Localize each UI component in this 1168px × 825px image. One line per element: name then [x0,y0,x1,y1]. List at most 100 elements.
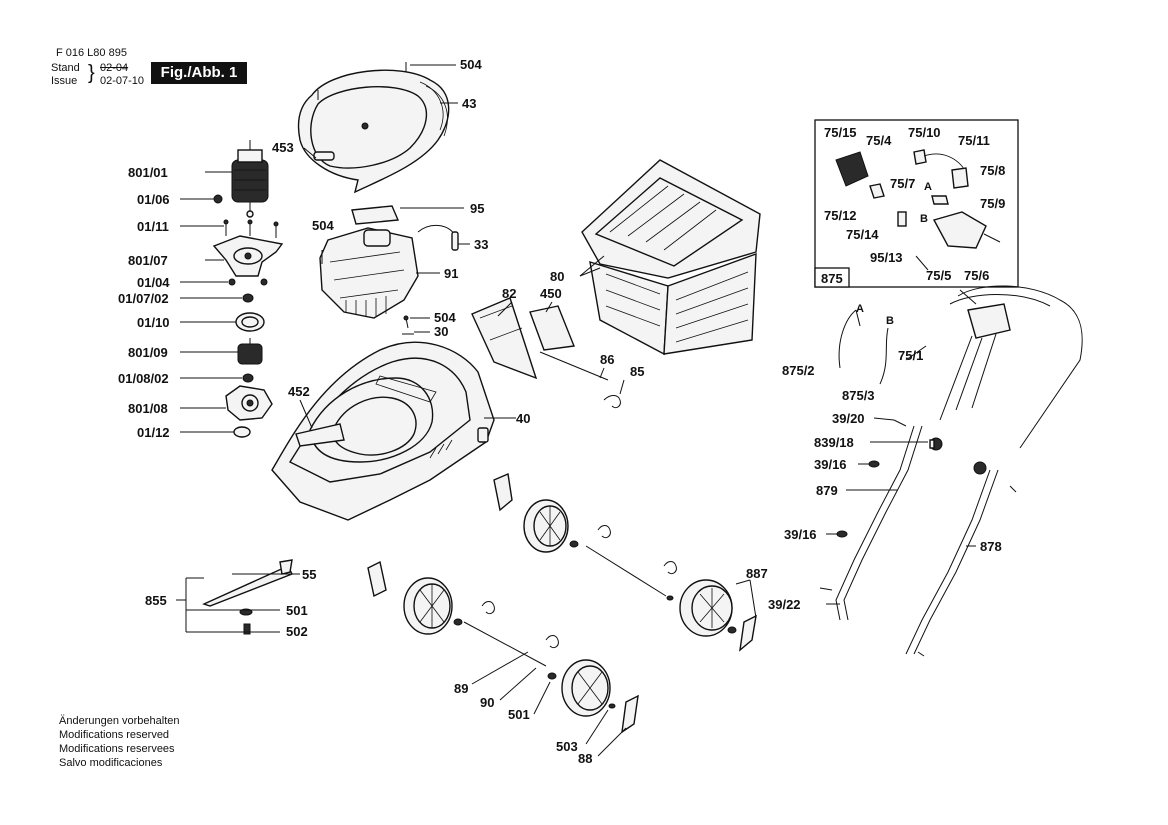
inset-connector-b: B [920,213,928,225]
label-801-09: 801/09 [128,345,168,360]
label-887: 887 [746,566,768,581]
motor-bracket-801-07 [212,235,284,277]
label-95-13: 95/13 [870,250,903,265]
rear-flap-82 [471,297,538,380]
label-501-b: 501 [508,707,530,722]
label-01-08-02: 01/08/02 [118,371,169,386]
label-01-07-02: 01/07/02 [118,291,169,306]
spring-85 [603,395,621,409]
note-en: Modifications reserved [59,729,170,741]
label-39-16-b: 39/16 [784,527,817,542]
label-855: 855 [145,593,167,608]
label-878: 878 [980,539,1002,554]
label-801-07: 801/07 [128,253,168,268]
label-504-low: 504 [434,310,456,325]
label-39-20: 39/20 [832,411,865,426]
inset-box-label: 875 [821,271,843,286]
figure-label: Fig./Abb. 1 [151,62,247,84]
spring-lower-mid [545,635,559,649]
brace-symbol: } [88,62,95,84]
blade-55 [202,559,293,607]
electrical-inset-875 [814,119,1019,288]
rear-wheel-887 [679,579,757,652]
brush-holder-801-09 [237,338,263,365]
label-75-11: 75/11 [958,133,990,148]
note-es: Salvo modificaciones [59,757,163,769]
label-801-01: 801/01 [128,165,168,180]
label-875-2: 875/2 [782,363,815,378]
screws-504-30 [402,315,414,335]
label-01-10: 01/10 [137,315,170,330]
stand-value: 02-04 [100,62,129,74]
wheel-bottom [561,659,639,734]
label-504-mid: 504 [312,218,334,233]
inset-connector-a: A [924,181,932,193]
washer-501-b [547,672,557,680]
label-453: 453 [272,140,294,155]
mower-deck-40 [271,341,495,521]
label-01-11: 01/11 [137,219,169,234]
bearing-01-07-02 [242,293,254,303]
nut-39-16-a [868,460,880,468]
label-75-6: 75/6 [964,268,989,283]
bolt-502 [243,623,251,635]
label-95: 95 [470,201,484,216]
label-39-22: 39/22 [768,597,801,612]
label-89: 89 [454,681,468,696]
end-shield-801-08 [225,385,273,421]
label-450: 450 [540,286,562,301]
label-86: 86 [600,352,614,367]
cable-label-a: A [856,303,864,315]
issue-value: 02-07-10 [100,75,145,87]
label-75-1: 75/1 [898,348,923,363]
label-55: 55 [302,567,316,582]
label-501-a: 501 [286,603,308,618]
note-de: Änderungen vorbehalten [59,715,180,727]
label-43: 43 [462,96,476,111]
spring-rear [663,561,677,575]
label-502: 502 [286,624,308,639]
label-75-5: 75/5 [926,268,951,283]
label-503: 503 [556,739,578,754]
label-75-14: 75/14 [846,227,879,242]
screws-01-11 [223,219,279,238]
leader-lines [176,64,977,757]
label-33: 33 [474,237,488,252]
motor-housing-91 [319,227,419,319]
label-75-15: 75/15 [824,125,857,140]
axle-rear [585,545,667,597]
motor-armature-801-01 [231,140,269,214]
knob-839-18 [929,437,943,451]
label-504-top: 504 [460,57,482,72]
cable-label-b: B [886,315,894,327]
wheel-top-left [493,473,579,553]
label-450 [529,305,575,351]
spring-mid [597,525,611,539]
spring-lower-left [481,601,495,615]
label-30: 30 [434,324,448,339]
label-75-10: 75/10 [908,125,941,140]
top-cover-43 [297,69,450,194]
filter-95 [351,205,400,225]
label-90: 90 [480,695,494,710]
label-839-18: 839/18 [814,435,854,450]
label-80: 80 [550,269,564,284]
part-labels: 504 43 453 801/01 01/06 95 01/11 504 33 … [118,57,1005,766]
label-39-16-a: 39/16 [814,457,847,472]
note-fr: Modifications reservees [59,743,175,755]
label-82: 82 [502,286,516,301]
bearing-01-08-02 [242,373,254,383]
label-452: 452 [288,384,310,399]
label-01-06: 01/06 [137,192,170,207]
label-40: 40 [516,411,530,426]
document-number: F 016 L80 895 [56,47,127,59]
cable-875-2 [838,309,861,369]
bearing-dot [246,210,254,218]
label-879: 879 [816,483,838,498]
label-91: 91 [444,266,458,281]
ring-01-12 [233,426,251,438]
screws-01-04 [228,278,268,286]
label-75-4: 75/4 [866,133,892,148]
nut-39-16-b [836,530,848,538]
label-01-12: 01/12 [137,425,170,440]
